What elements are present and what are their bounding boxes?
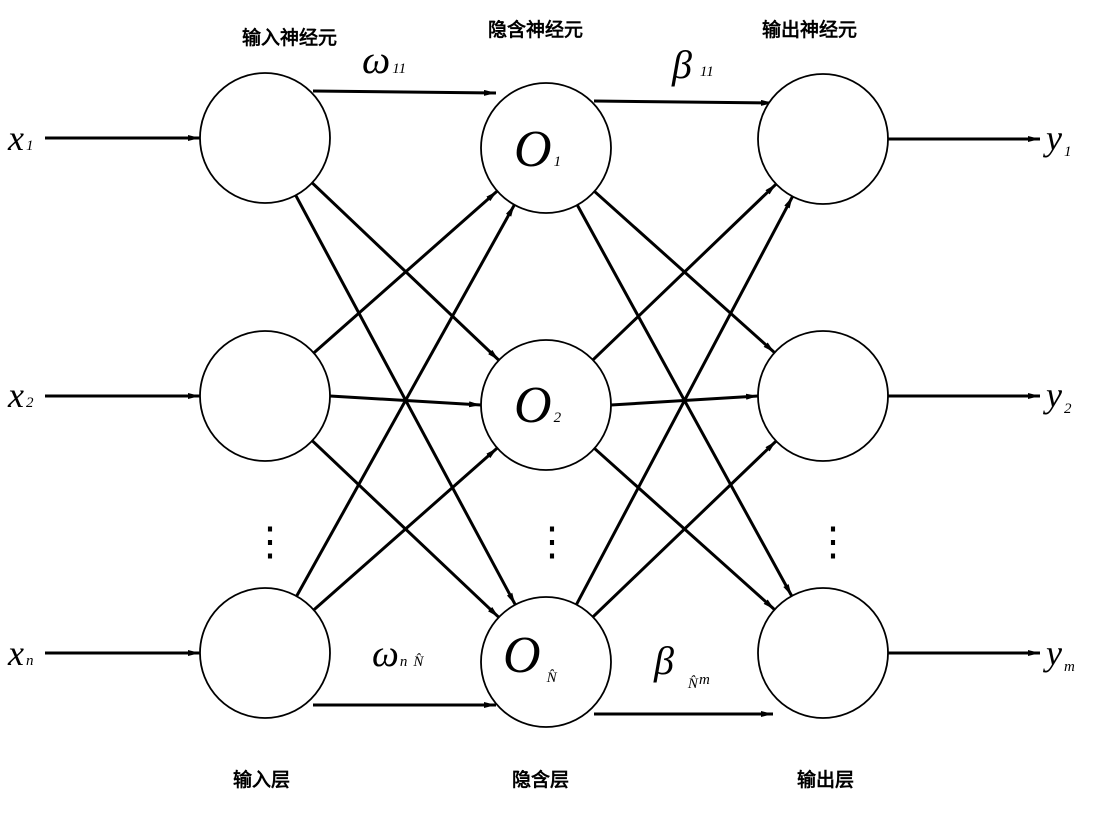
output-neuron-title: 输出神经元 bbox=[762, 18, 857, 41]
input-neuron-3 bbox=[199, 587, 331, 719]
edge-input1-hidden2 bbox=[308, 179, 500, 362]
edge-input2-hidden3 bbox=[308, 437, 500, 619]
input-neuron-1 bbox=[199, 72, 331, 204]
hidden-neuron-1 bbox=[480, 82, 612, 214]
output-neuron-1 bbox=[757, 73, 889, 205]
output-neuron-2 bbox=[757, 330, 889, 462]
connections bbox=[45, 89, 1040, 717]
edge-input2-hidden1 bbox=[310, 189, 499, 357]
input-neuron-title: 输入神经元 bbox=[242, 26, 337, 49]
hidden-neuron-title: 隐含神经元 bbox=[488, 18, 583, 41]
edge-hidden3-output1 bbox=[573, 195, 794, 609]
edge-hidden3-output2 bbox=[589, 439, 778, 621]
edge-input3-hidden2 bbox=[310, 446, 499, 614]
edge-hidden2-output3 bbox=[591, 445, 776, 611]
weight-beta-Nm: βN̂m bbox=[653, 638, 710, 692]
input-ellipsis: ⋮ bbox=[250, 519, 290, 564]
edge-hidden2-output1 bbox=[589, 182, 778, 364]
input-neuron-2 bbox=[199, 330, 331, 462]
edge-input1-hidden1 bbox=[312, 89, 497, 96]
output-neuron-3 bbox=[757, 587, 889, 719]
hidden-neuron-3 bbox=[480, 596, 612, 728]
neurons bbox=[199, 72, 889, 728]
edge-hidden1-output2 bbox=[591, 188, 776, 354]
edge-input3-hidden1 bbox=[293, 204, 516, 600]
input-layer-label: 输入层 bbox=[233, 768, 290, 791]
output-layer-label: 输出层 bbox=[797, 768, 854, 791]
edge-input1-hidden3 bbox=[292, 191, 517, 606]
hidden-ellipsis: ⋮ bbox=[532, 519, 572, 564]
output-ellipsis: ⋮ bbox=[813, 519, 853, 564]
hidden-layer-label: 隐含层 bbox=[512, 768, 569, 791]
hidden-neuron-2 bbox=[480, 339, 612, 471]
edge-hidden1-output1 bbox=[593, 99, 774, 106]
